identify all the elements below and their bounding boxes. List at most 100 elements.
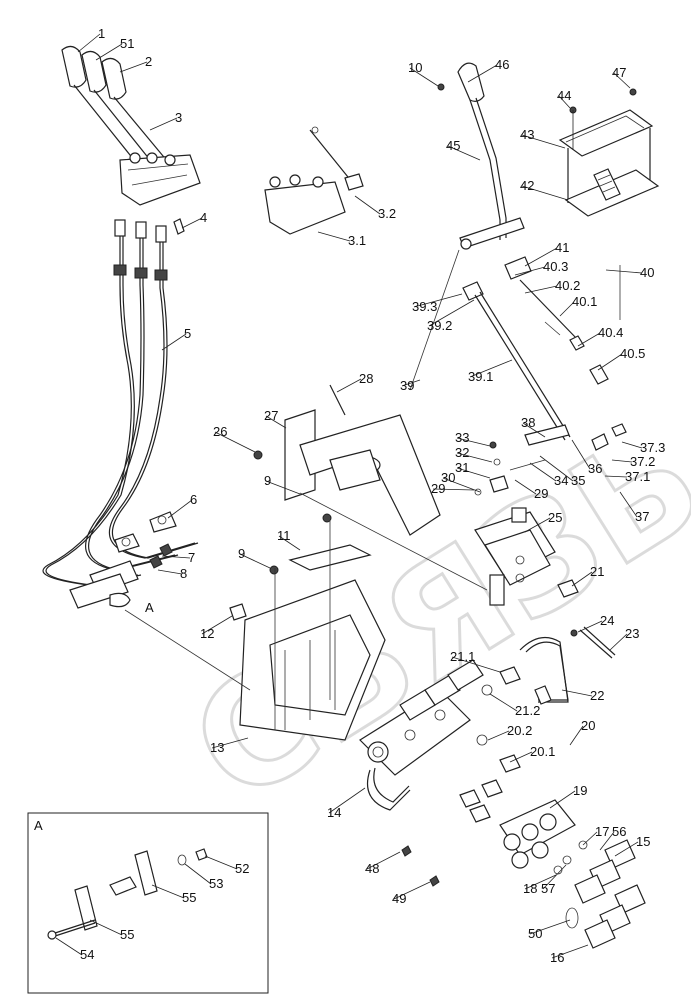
leader-line-40-5: [597, 353, 623, 371]
part-label-42: 42: [520, 178, 534, 193]
leader-line-46: [467, 64, 498, 83]
leader-line-20-1: [509, 751, 533, 763]
leader-line-21-2: [489, 693, 518, 712]
leader-line-39-1: [469, 359, 513, 378]
part-label-37-3: 37.3: [640, 440, 665, 455]
part-label-19: 19: [573, 783, 587, 798]
leader-line-7: [161, 555, 191, 559]
leader-line-10: [409, 67, 439, 87]
leader-line-28: [336, 378, 362, 393]
leader-line-39: [401, 379, 421, 387]
part-label-40: 40: [640, 265, 654, 280]
part-label-26: 26: [213, 424, 227, 439]
leader-line-24: [577, 620, 603, 633]
lever-knobs: [61, 45, 127, 100]
leader-line-39-2: [428, 299, 475, 327]
part-label-45: 45: [446, 138, 460, 153]
leader-line-20: [569, 725, 584, 746]
part-label-34: 34: [554, 473, 568, 488]
part-label-31: 31: [455, 460, 469, 475]
leader-line-19: [549, 790, 576, 809]
part-label-21-2: 21.2: [515, 703, 540, 718]
leader-line-37-2: [611, 459, 633, 463]
leader-line-3-1: [317, 231, 351, 242]
leader-line-40-4: [577, 332, 601, 347]
part-label-18: 18: [523, 881, 537, 896]
part-label-10: 10: [408, 60, 422, 75]
leader-line-13: [211, 737, 249, 749]
view-marker-a: A: [145, 600, 154, 615]
leader-line-18: [524, 874, 557, 890]
part-label-20-2: 20.2: [507, 723, 532, 738]
part-label-37: 37: [635, 509, 649, 524]
valve-block-19: [499, 799, 576, 869]
part-label-7: 7: [188, 550, 195, 565]
leader-line-37: [619, 491, 638, 518]
leader-line-33: [456, 437, 491, 447]
part-label-6: 6: [190, 492, 197, 507]
leader-line-55a: [151, 884, 185, 899]
leader-line-34: [529, 462, 557, 482]
fittings-15-16: [553, 839, 646, 949]
leader-line-40-2: [524, 285, 558, 294]
leader-line-8: [157, 569, 183, 575]
leader-line-38: [522, 422, 546, 438]
part-label-35: 35: [571, 473, 585, 488]
part-label-40-1: 40.1: [572, 294, 597, 309]
part-label-5: 5: [184, 326, 191, 341]
part-label-40-4: 40.4: [598, 325, 623, 340]
part-label-52: 52: [235, 861, 249, 876]
leader-line-50: [529, 919, 571, 935]
leader-line-21-1: [451, 656, 501, 673]
leader-line-25: [524, 517, 551, 533]
part-label-57: 57: [541, 881, 555, 896]
part-label-46: 46: [495, 57, 509, 72]
part-label-44: 44: [557, 88, 571, 103]
leader-line-52: [204, 855, 238, 870]
part-label-51: 51: [120, 36, 134, 51]
leader-line-15: [614, 841, 639, 857]
part-label-55a: 55: [182, 890, 196, 905]
part-label-40-3: 40.3: [543, 259, 568, 274]
leader-line-2: [119, 61, 148, 73]
part-label-41: 41: [555, 240, 569, 255]
part-label-1: 1: [98, 26, 105, 41]
part-label-40-5: 40.5: [620, 346, 645, 361]
leader-line-47: [613, 72, 631, 89]
part-label-8: 8: [180, 566, 187, 581]
part-label-3: 3: [175, 110, 182, 125]
leader-line-35: [539, 455, 574, 482]
part-label-53: 53: [209, 876, 223, 891]
leader-line-39-3: [413, 293, 463, 308]
part-label-23: 23: [625, 626, 639, 641]
part-label-38: 38: [521, 415, 535, 430]
part-label-16: 16: [550, 950, 564, 965]
part-label-48: 48: [365, 861, 379, 876]
leader-line-43: [521, 134, 566, 149]
distributor-block-14: [359, 659, 484, 811]
leader-line-36: [571, 439, 591, 470]
part-label-20: 20: [581, 718, 595, 733]
assembly-center-lines: [124, 249, 621, 730]
valve-linkage: [474, 424, 570, 496]
part-label-39-2: 39.2: [427, 318, 452, 333]
mount-bracket-27: [253, 384, 441, 536]
leader-line-56: [599, 831, 615, 851]
part-label-22: 22: [590, 688, 604, 703]
bolts-48-49: [401, 845, 440, 887]
part-label-40-2: 40.2: [555, 278, 580, 293]
leader-line-48: [366, 851, 401, 870]
part-label-24: 24: [600, 613, 614, 628]
control-cables: [42, 219, 199, 586]
leader-line-16: [551, 944, 589, 959]
part-label-3-2: 3.2: [378, 206, 396, 221]
leader-line-9b: [239, 553, 271, 569]
part-label-25: 25: [548, 510, 562, 525]
leader-line-6: [167, 499, 193, 519]
leader-line-21: [571, 571, 593, 587]
leader-line-37-1: [604, 475, 628, 478]
part-label-39-1: 39.1: [468, 369, 493, 384]
part-label-3-1: 3.1: [348, 233, 366, 248]
